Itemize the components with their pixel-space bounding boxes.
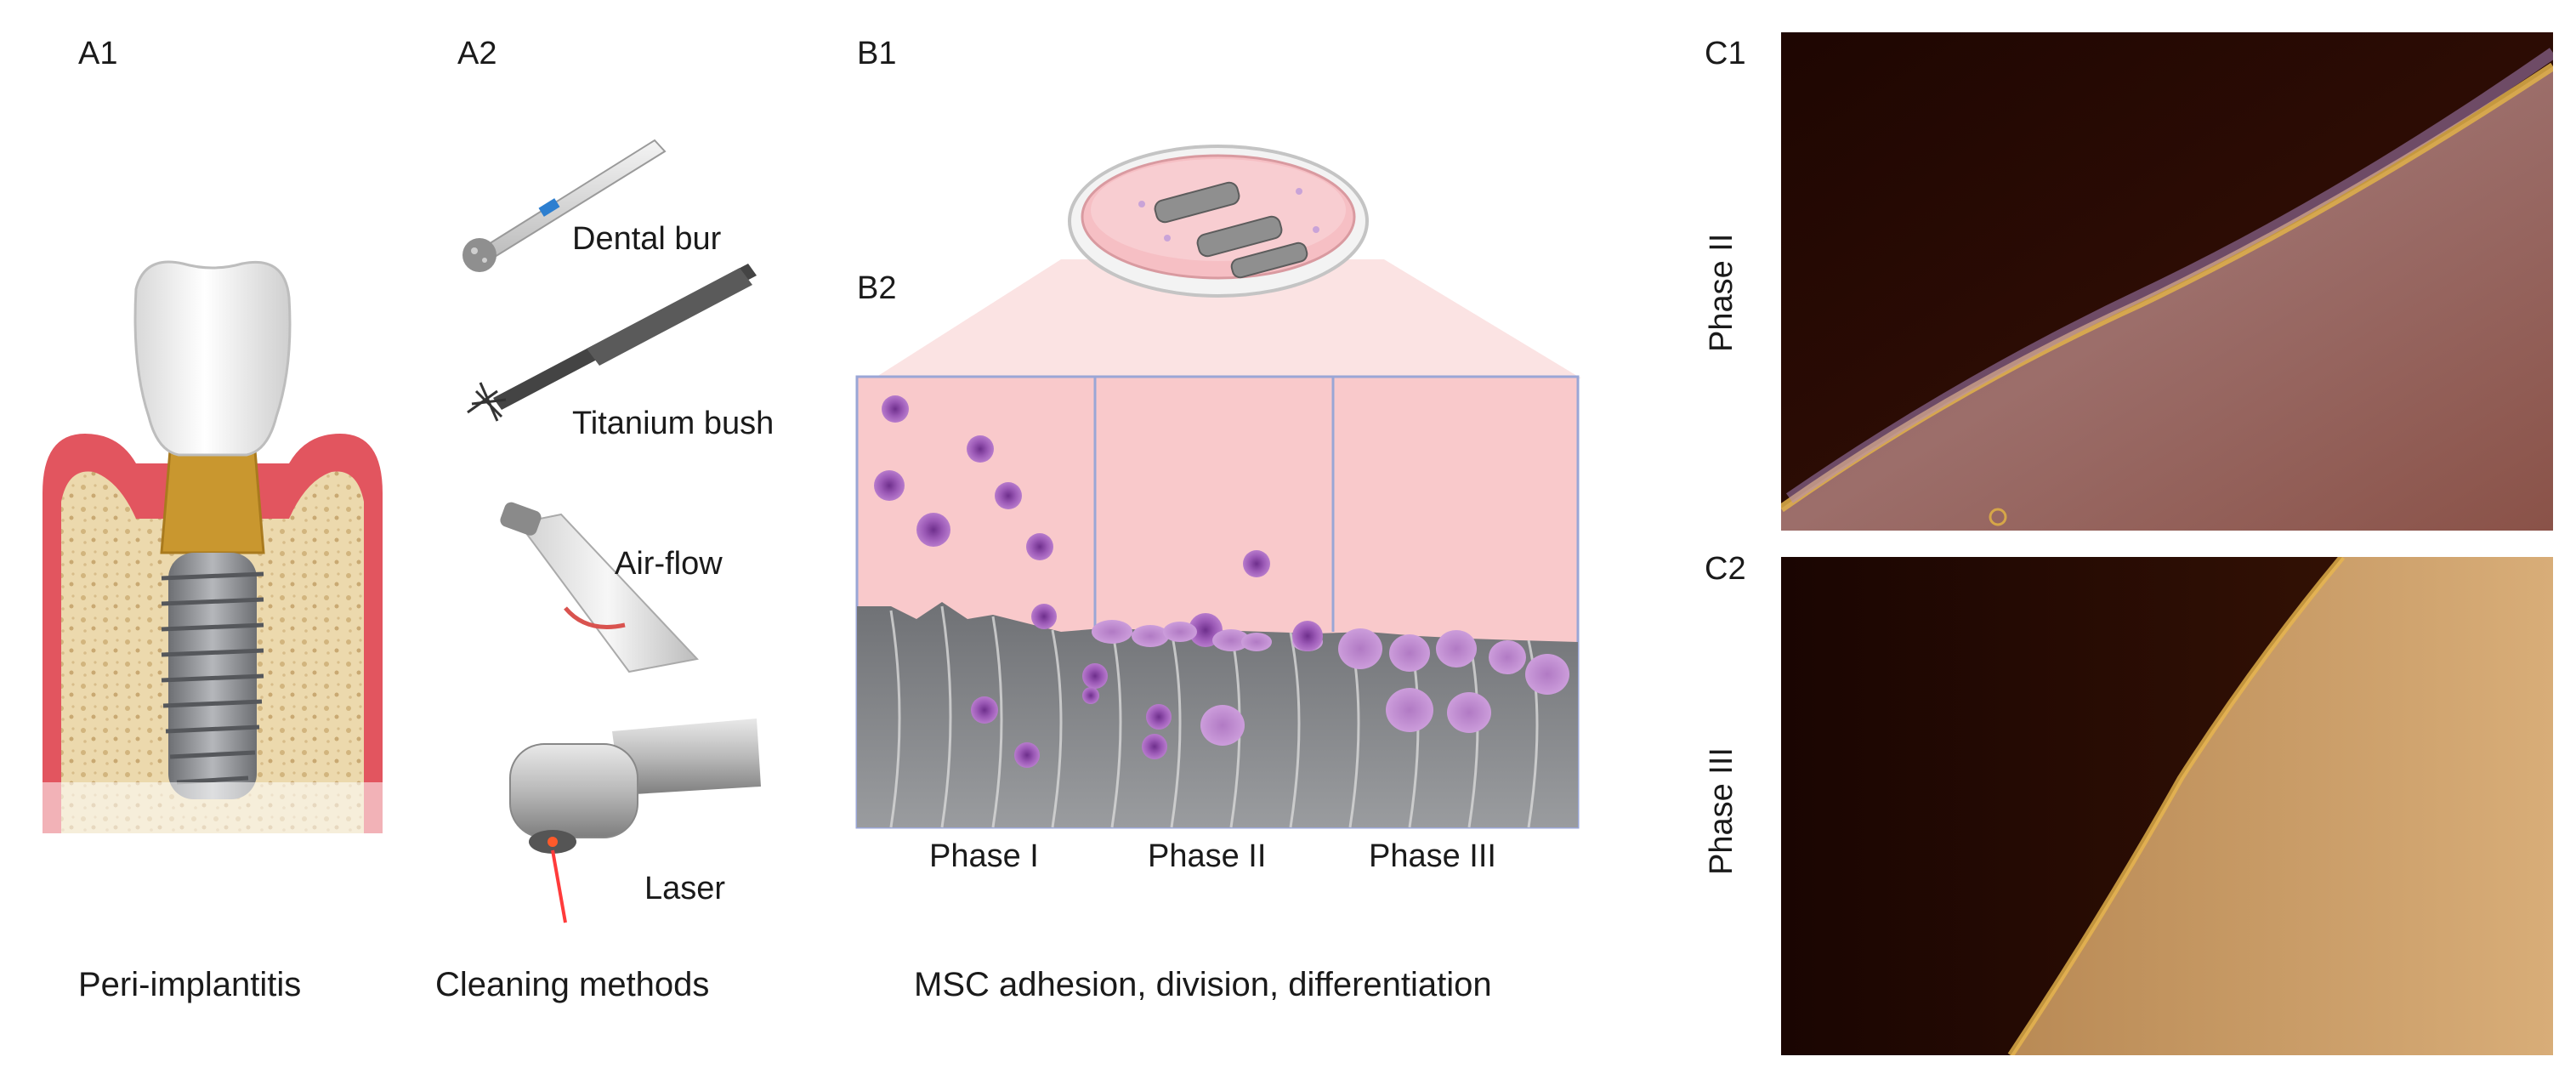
micrograph-c1 xyxy=(1781,32,2553,531)
air-flow-handpiece-icon xyxy=(500,502,699,673)
caption-a2: Cleaning methods xyxy=(435,966,710,1003)
caption-a1: Peri-implantitis xyxy=(78,966,302,1003)
cell-phase-diagram xyxy=(855,375,1580,829)
panel-label-c1: C1 xyxy=(1705,36,1746,71)
micrograph-c2 xyxy=(1781,557,2553,1055)
laser-handpiece-icon xyxy=(509,719,761,923)
side-label-c1: Phase II xyxy=(1704,233,1739,352)
phase-label-3: Phase III xyxy=(1369,838,1496,874)
side-label-c2: Phase III xyxy=(1704,747,1739,875)
phase-label-2: Phase II xyxy=(1148,838,1267,874)
tool-label-titanium-brush: Titanium bush xyxy=(572,406,775,441)
petri-dish-icon xyxy=(874,145,1581,378)
dental-bur-icon xyxy=(462,139,667,272)
tooth-implant-illustration xyxy=(34,260,391,850)
tool-label-air-flow: Air-flow xyxy=(615,546,723,582)
phase-label-1: Phase I xyxy=(929,838,1039,874)
tool-label-laser: Laser xyxy=(644,871,726,906)
panel-label-b1: B1 xyxy=(857,36,897,71)
panel-label-c2: C2 xyxy=(1705,551,1746,587)
tool-label-dental-bur: Dental bur xyxy=(572,221,722,257)
panel-label-a2: A2 xyxy=(457,36,497,71)
caption-b2: MSC adhesion, division, differentiation xyxy=(914,966,1492,1003)
panel-label-a1: A1 xyxy=(78,36,118,71)
titanium-brush-icon xyxy=(467,264,757,422)
panel-label-b2: B2 xyxy=(857,270,897,306)
